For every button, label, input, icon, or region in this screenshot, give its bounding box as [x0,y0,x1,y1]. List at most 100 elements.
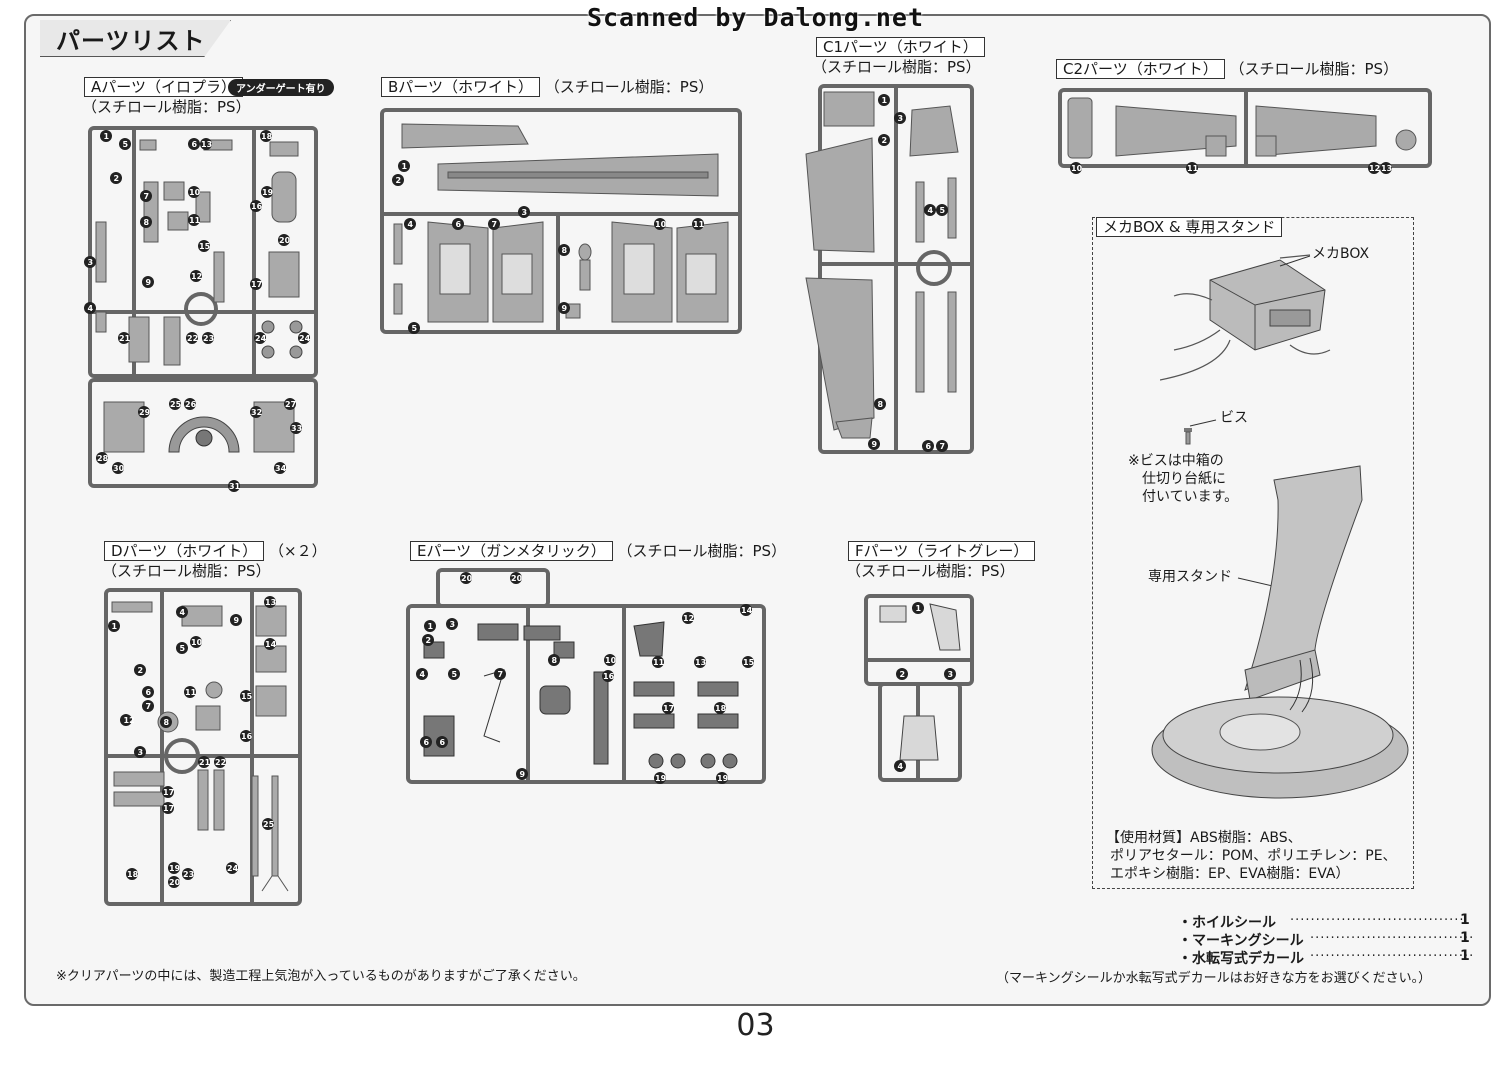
stand-drawing [1150,460,1410,810]
svg-text:27: 27 [285,400,296,409]
svg-text:6: 6 [146,688,152,697]
svg-text:7: 7 [144,192,150,201]
screw-note-3: 付いています。 [1142,489,1239,505]
svg-text:4: 4 [420,670,426,679]
sprue-c1-drawing: 1 3 2 4 5 8 9 6 7 [800,82,976,458]
svg-text:10: 10 [191,638,203,647]
svg-text:30: 30 [113,464,125,473]
svg-text:21: 21 [199,758,211,767]
sprue-b-label: Bパーツ（ホワイト） [381,77,540,97]
svg-text:12: 12 [191,272,202,281]
svg-text:19: 19 [717,774,729,783]
svg-text:16: 16 [603,672,615,681]
svg-text:22: 22 [215,758,226,767]
sticker-choice-note: （マーキングシールか水転写式デカールはお好きな方をお選びください。） [996,971,1432,986]
svg-text:1: 1 [402,162,408,171]
svg-text:11: 11 [693,220,705,229]
svg-text:2: 2 [900,670,906,679]
svg-text:17: 17 [163,788,174,797]
sprue-c1-label: C1パーツ（ホワイト） [816,37,985,57]
svg-text:20: 20 [511,574,523,583]
sprue-c2-title: C2パーツ（ホワイト） （スチロール樹脂：PS） [1056,59,1399,79]
svg-text:2: 2 [882,136,888,145]
title-tab [40,20,231,57]
sprue-c2-label: C2パーツ（ホワイト） [1056,59,1225,79]
accessory-water-decal: ・水転写式デカール [1178,948,1304,968]
svg-text:17: 17 [163,804,174,813]
clear-parts-note: ※クリアパーツの中には、製造工程上気泡が入っているものがありますがご了承ください… [56,969,586,984]
mecha-box-title: メカBOX & 専用スタンド [1096,217,1283,237]
svg-text:20: 20 [279,236,291,245]
page-frame [24,14,1491,1006]
svg-text:2: 2 [138,666,144,675]
svg-text:3: 3 [898,114,904,123]
accessory-qty: 1 [1460,948,1470,964]
sprue-f-material: （スチロール樹脂：PS） [846,562,1015,580]
sprue-e-drawing: 20 20 3 1 2 8 10 4 5 7 16 12 14 11 13 15… [404,566,768,788]
screw-note-2: 仕切り台紙に [1142,471,1226,487]
accessory-name: ・水転写式デカール [1178,951,1304,967]
svg-text:10: 10 [1071,164,1083,173]
sprue-e-material: （スチロール樹脂：PS） [617,542,787,560]
svg-text:12: 12 [683,614,694,623]
sprue-f-title: Fパーツ（ライトグレー） [848,541,1036,561]
sprue-e-label: Eパーツ（ガンメタリック） [410,541,613,561]
svg-text:12: 12 [1369,164,1380,173]
sprue-c1-material: （スチロール樹脂：PS） [812,58,981,76]
svg-text:10: 10 [189,188,201,197]
undergate-badge: アンダーゲート有り [228,79,334,96]
svg-text:14: 14 [741,606,753,615]
svg-text:8: 8 [562,246,568,255]
svg-text:12: 12 [124,716,135,725]
svg-text:23: 23 [203,334,214,343]
svg-text:2: 2 [114,174,120,183]
svg-text:6: 6 [440,738,446,747]
svg-text:8: 8 [878,400,884,409]
sprue-a-part-numbers: 1 5 6 13 18 2 7 10 19 8 11 16 15 20 3 12… [84,130,311,492]
svg-text:15: 15 [241,692,253,701]
svg-text:1: 1 [916,604,922,613]
sprue-d-quantity: （×２） [269,542,327,560]
svg-text:22: 22 [187,334,198,343]
svg-text:11: 11 [189,216,201,225]
svg-text:32: 32 [251,408,262,417]
accessory-qty: 1 [1460,912,1470,928]
svg-text:17: 17 [251,280,262,289]
screw-label: ビス [1220,410,1248,426]
sprue-b-drawing: 1 2 4 6 3 7 10 11 8 9 5 [378,104,744,336]
svg-text:1: 1 [882,96,888,105]
svg-text:5: 5 [123,140,129,149]
sprue-b-title: Bパーツ（ホワイト） （スチロール樹脂：PS） [381,77,714,97]
svg-text:7: 7 [498,670,504,679]
sprue-a-material: （スチロール樹脂：PS） [82,98,251,116]
svg-text:24: 24 [299,334,311,343]
svg-text:13: 13 [1381,164,1392,173]
svg-text:9: 9 [872,440,878,449]
svg-text:9: 9 [234,616,240,625]
svg-text:18: 18 [715,704,727,713]
sprue-a-label: Aパーツ（イロプラ） [84,77,243,97]
svg-text:6: 6 [424,738,430,747]
stand-label: 専用スタンド [1148,569,1232,585]
svg-text:25: 25 [170,400,182,409]
svg-text:8: 8 [552,656,558,665]
accessory-name: ・マーキングシール [1178,933,1304,949]
materials-line-3: エポキシ樹脂：EP、EVA樹脂：EVA） [1110,866,1350,882]
sprue-b-material: （スチロール樹脂：PS） [544,78,714,96]
svg-text:4: 4 [928,206,934,215]
sprue-e-title: Eパーツ（ガンメタリック） （スチロール樹脂：PS） [410,541,787,561]
svg-text:5: 5 [452,670,458,679]
svg-text:25: 25 [263,820,275,829]
svg-text:1: 1 [104,132,110,141]
accessory-qty: 1 [1460,930,1470,946]
svg-text:6: 6 [926,442,932,451]
svg-text:1: 1 [112,622,118,631]
svg-text:14: 14 [265,640,277,649]
svg-text:10: 10 [655,220,667,229]
svg-text:19: 19 [655,774,667,783]
svg-text:5: 5 [940,206,946,215]
svg-text:3: 3 [522,208,528,217]
svg-text:24: 24 [227,864,239,873]
sprue-c2-material: （スチロール樹脂：PS） [1229,60,1399,78]
screw-note-1: ※ビスは中箱の [1128,453,1224,469]
